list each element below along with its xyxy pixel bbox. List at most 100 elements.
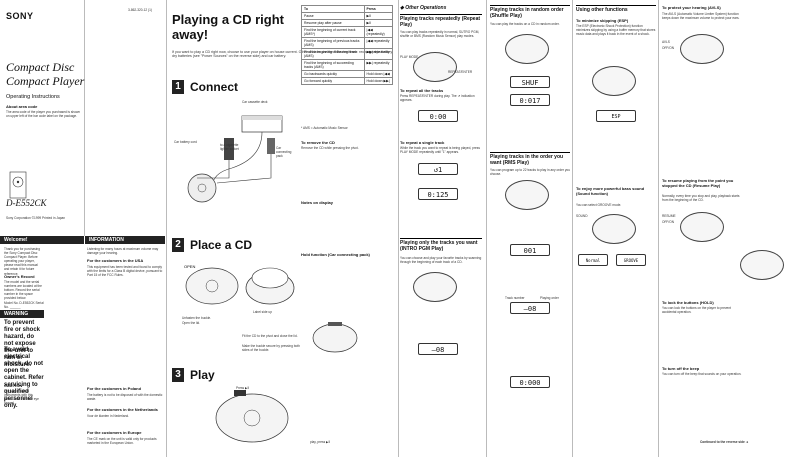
lcd-repeat-time: 0:125 [418, 188, 458, 200]
step-2-title: Place a CD [190, 238, 253, 252]
continued-note: Continued to the reverse side ➔ [700, 440, 749, 444]
sound-text: You can select GROOVE mode. [576, 203, 622, 207]
play-illustration [212, 386, 292, 446]
label-side-up: Label side up [253, 310, 272, 314]
lcd-shuffle-mode: SHUF [510, 76, 550, 88]
player-buckle-icon [312, 322, 358, 353]
esp-indicator: ESP [611, 114, 621, 120]
player-diagram-intro [413, 272, 457, 302]
repeat-play-mode-label: PLAY MODE [400, 55, 419, 59]
subtitle: Operating Instructions [6, 94, 60, 100]
table-cell: Go backwards quickly [301, 70, 365, 78]
label-car-battery-cord: Car battery cord [174, 140, 197, 144]
step-1-title: Connect [190, 80, 238, 94]
useful-title: Using other functions [576, 5, 656, 13]
resume-head: To resume playing from the point you sto… [662, 178, 734, 188]
table-cell: Find the beginning of current track (AMS… [301, 26, 365, 38]
label-track-number: Track number [505, 296, 525, 300]
player-diagram-esp [592, 66, 636, 96]
for-nl-head: For the customers in the Netherlands [87, 407, 158, 412]
cd-logo [8, 170, 28, 200]
model-name: D-E552CK [6, 198, 47, 208]
owners-record: Owner's Record [4, 274, 35, 279]
remove-text: Remove the CD while pressing the pivot. [301, 146, 359, 150]
table-cell: |◀◀ repeatedly [363, 37, 394, 49]
compact-disc-logo-icon [9, 171, 27, 199]
resume-text: Normally, every time you stop and play, … [662, 194, 740, 203]
sound-label: SOUND [576, 214, 588, 218]
beep-head: To turn off the beep [662, 366, 700, 371]
open-lid-illustration: OPEN [182, 260, 242, 308]
repeat-all-text: Press REPEAT/ENTER during play. The ↺ in… [400, 94, 475, 103]
table-row: Resume play after pause▶II [301, 19, 394, 27]
info-text: Listening for many hours at maximum volu… [87, 247, 159, 256]
for-pl-text: The battery is not to be disposed of wit… [87, 393, 163, 402]
repeat-one-head: To repeat a single track [400, 140, 445, 145]
table-cell: ▶▶| repeatedly [363, 59, 394, 71]
intro-pgm-text: You can choose and play your favorite tr… [400, 256, 482, 265]
panel-divider-4 [572, 0, 573, 457]
lcd-rms-time: 0:000 [510, 376, 550, 388]
for-nl-text: Voor de klanten in Nederland. [87, 414, 129, 418]
place-step-1: Unfasten the buckle. [182, 316, 212, 320]
avls-text: The AVLS (Automatic Volume Limiter Syste… [662, 12, 740, 21]
player-diagram-rms [505, 180, 549, 210]
repeat-one-text: While the track you want to repeat is be… [400, 146, 480, 155]
esp-head: To minimize skipping (ESP) [576, 18, 629, 23]
place-instruction-4: Make the buckle secure by pressing both … [242, 344, 300, 353]
label-connecting-pack: Car connecting pack [276, 146, 292, 159]
about-text: The area code of the player you purchase… [6, 110, 81, 119]
player-open-icon: OPEN [184, 264, 239, 305]
press-play-label: Press ▶II [236, 386, 250, 390]
car-connect-diagram-icon [187, 115, 283, 203]
model-no: Model No. D-E552CK Serial No. ______ [4, 301, 44, 310]
remove-head: To remove the CD [301, 140, 335, 145]
title-line1: Compact Disc [6, 60, 75, 74]
information-bar: INFORMATION [85, 236, 165, 244]
lcd-shuffle-time: 0:017 [510, 94, 550, 106]
copyright: Sony Corporation ©1999 Printed in Japan [6, 216, 66, 220]
left-divider [84, 0, 85, 236]
lcd-repeat-all: 0:00 [418, 110, 458, 122]
other-operations-label: Other Operations [405, 5, 447, 11]
lcd-sound-groove: GROOVE [616, 254, 646, 266]
label-cigarette-socket: to a cigarette lighter socket [220, 143, 239, 152]
hold-head: Hold function (Car connecting pack) [301, 252, 370, 257]
table-row: Find the beginning of current track (AMS… [301, 26, 394, 38]
table-cell: Resume play after pause [301, 19, 365, 27]
notes-head: Notes on display [301, 200, 334, 205]
lcd-repeat-one: ↺1 [418, 163, 458, 175]
connect-illustration [172, 98, 298, 210]
table-cell: Pause [301, 12, 365, 20]
player-diagram-resume [680, 212, 724, 242]
play-footer: play, press ▶II [310, 440, 331, 444]
open-label: OPEN [184, 264, 195, 269]
for-us-head: For the customers in the USA [87, 258, 144, 263]
table-cell: Find the beginning of previous tracks (A… [301, 37, 365, 49]
step-3-title: Play [190, 368, 215, 382]
lcd-rms-program: 001 [510, 244, 550, 256]
table-row: Find the beginning of the next track (AM… [301, 48, 394, 60]
step-2-badge: 2 [172, 238, 184, 252]
step-1-badge: 1 [172, 80, 184, 94]
panel-divider-3 [486, 0, 487, 457]
ams-note: * AMS = Automatic Music Sensor [301, 126, 348, 130]
title-line2: Compact Player [6, 74, 85, 88]
brand-text: SONY [6, 11, 34, 21]
sound-head: To enjoy more powerful bass sound (Sound… [576, 186, 645, 196]
table-cell: ▶II [363, 12, 394, 20]
panel-divider-5 [658, 0, 659, 457]
player-diagram-repeat [413, 52, 457, 82]
cd-insert-icon [245, 267, 295, 305]
welcome-text: Thank you for purchasing the Sony Compac… [4, 247, 40, 276]
for-us-text: This equipment has been tested and found… [87, 265, 163, 278]
table-row: Find the beginning of previous tracks (A… [301, 37, 394, 49]
beep-text: You can turn off the beep that sounds on… [662, 372, 742, 376]
shuffle-title: Playing tracks in random order (Shuffle … [490, 5, 570, 19]
step-3-badge: 3 [172, 368, 184, 382]
intro-pgm-title: Playing only the tracks you want (INTRO … [400, 238, 482, 252]
